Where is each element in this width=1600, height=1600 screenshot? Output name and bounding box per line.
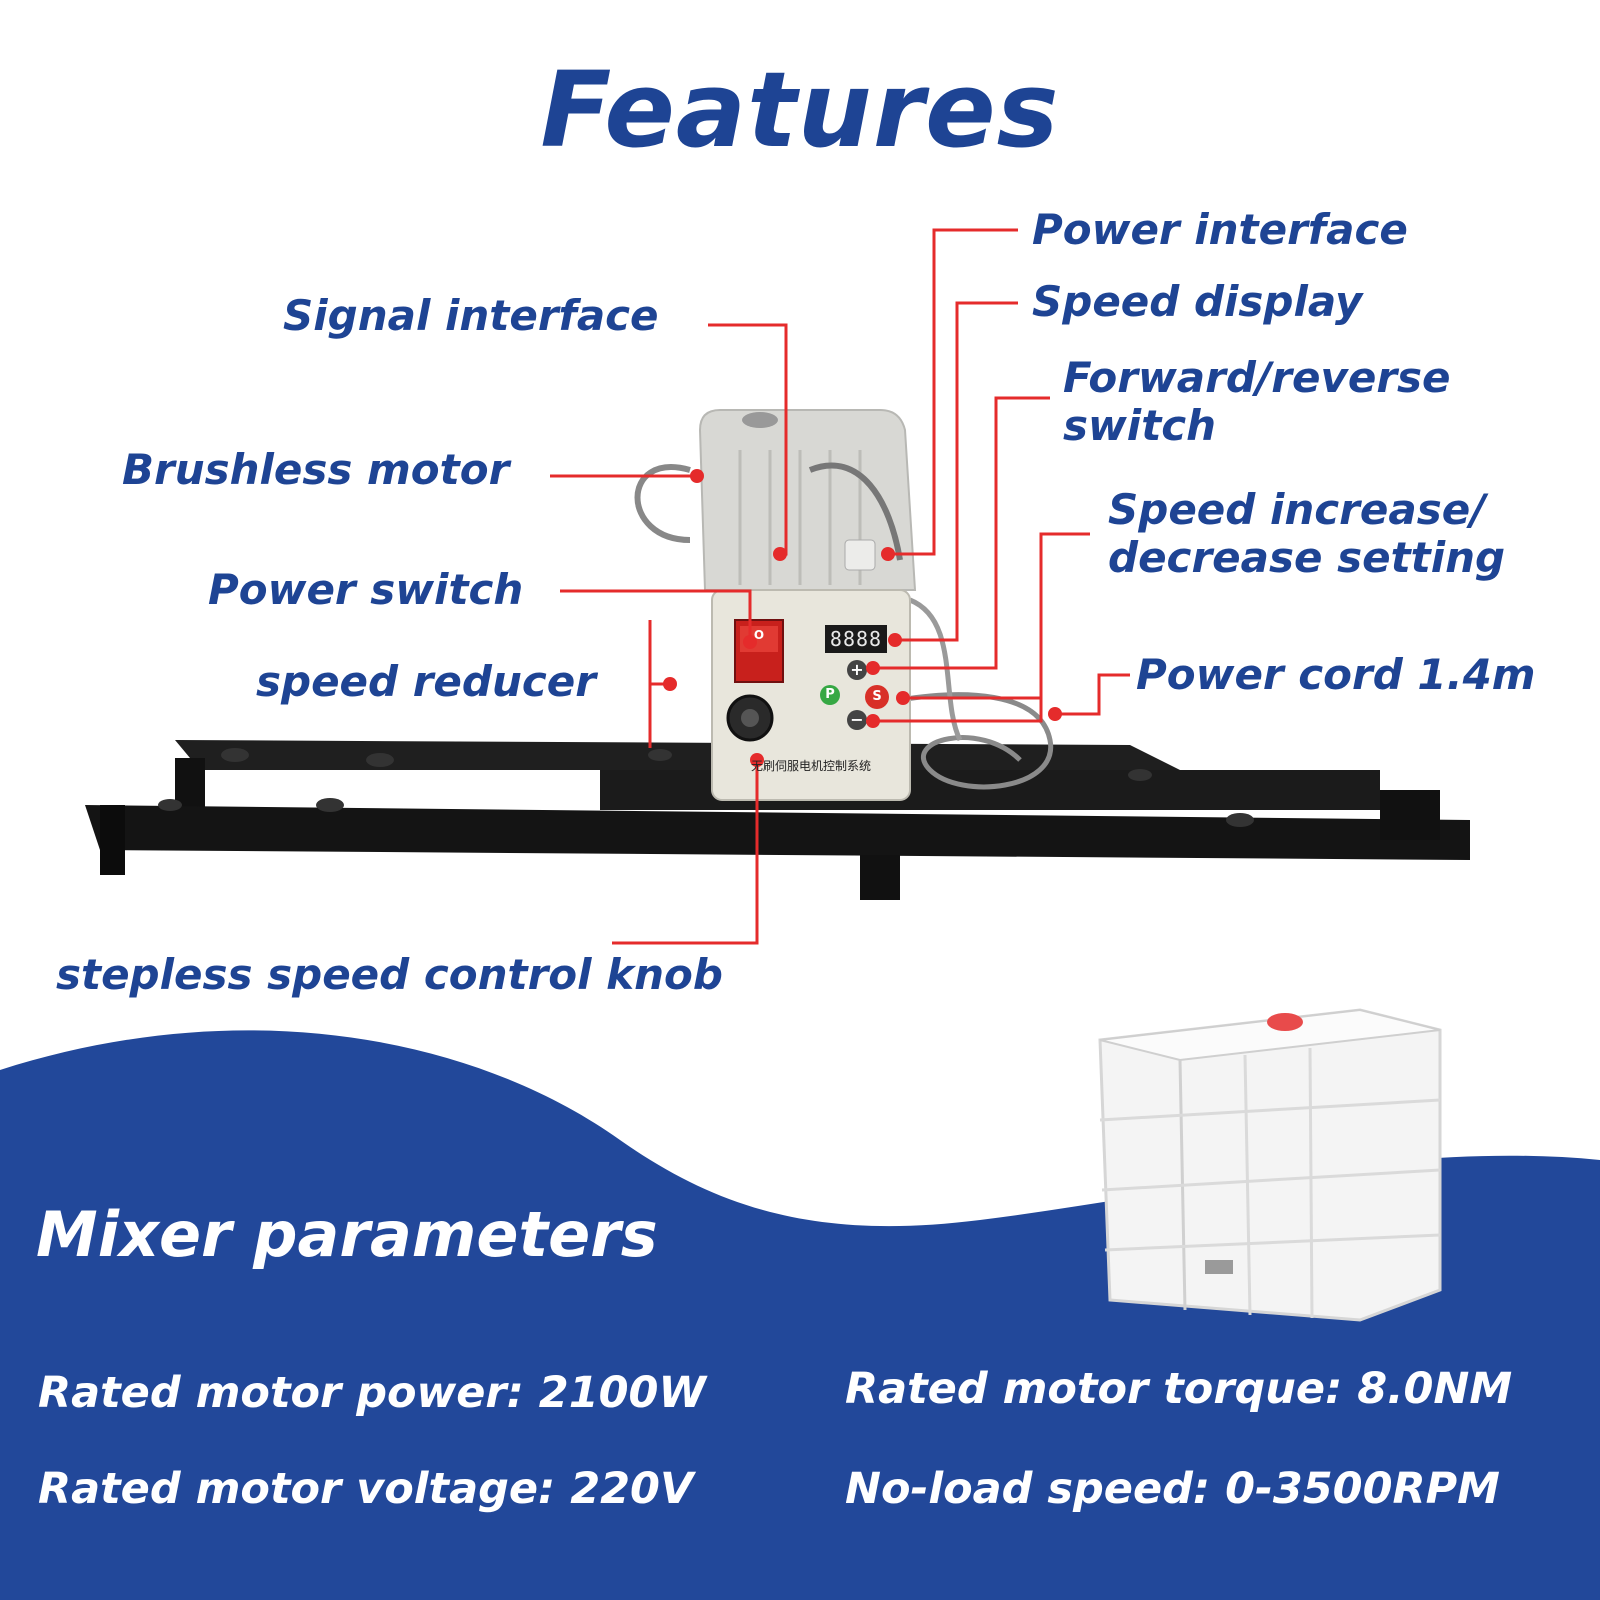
label-power-interface: Power interface [1032, 205, 1408, 254]
p-button [820, 685, 840, 705]
wave-shape [0, 1030, 1600, 1600]
label-power-switch: Power switch [208, 565, 524, 614]
speed-display-screen [825, 625, 887, 653]
label-signal-interface: Signal interface [283, 291, 659, 340]
brushless-motor-body [634, 409, 917, 591]
control-box [711, 589, 911, 801]
label-power-cord: Power cord 1.4m [1136, 650, 1536, 699]
label-forward-reverse-switch: Forward/reverse switch [1063, 353, 1451, 450]
callout-power-interface [888, 228, 1018, 556]
param-no-load-speed: No-load speed: 0-3500RPM [845, 1464, 1500, 1514]
label-stepless-speed-control-knob: stepless speed control knob [56, 950, 723, 999]
s-button-label: S [872, 689, 882, 704]
tank-cap [1267, 1013, 1303, 1031]
panel-caption: 无刷伺服电机控制系统 [750, 759, 871, 773]
p-button-label: P [825, 687, 835, 702]
label-brushless-motor: Brushless motor [122, 445, 510, 494]
callout-dots [663, 469, 1062, 767]
label-speed-display: Speed display [1032, 277, 1363, 326]
param-rated-torque: Rated motor torque: 8.0NM [845, 1364, 1513, 1414]
minus-button-label: − [850, 710, 864, 729]
page-title: Features [540, 49, 1060, 171]
callout-stepless-knob [612, 760, 759, 945]
ibc-tank-illustration [1098, 1008, 1442, 1322]
callout-forward-reverse [873, 396, 1050, 670]
callout-power-switch [560, 589, 752, 642]
plus-button [847, 660, 867, 680]
callout-speed-increase [903, 532, 1090, 700]
label-speed-increase-decrease: Speed increase/ decrease setting [1108, 485, 1506, 582]
params-heading: Mixer parameters [36, 1198, 658, 1271]
speed-display-digits: 8888 [829, 627, 883, 651]
plus-button-label: + [850, 660, 864, 679]
callout-lines [550, 228, 1130, 945]
power-switch-mark: O [753, 628, 765, 642]
callout-power-cord [1055, 673, 1130, 716]
callout-speed-display [895, 301, 1018, 642]
s-button [865, 685, 889, 709]
label-speed-reducer: speed reducer [256, 657, 596, 706]
minus-button [847, 710, 867, 730]
param-rated-power: Rated motor power: 2100W [38, 1368, 706, 1418]
param-rated-voltage: Rated motor voltage: 220V [38, 1464, 694, 1514]
